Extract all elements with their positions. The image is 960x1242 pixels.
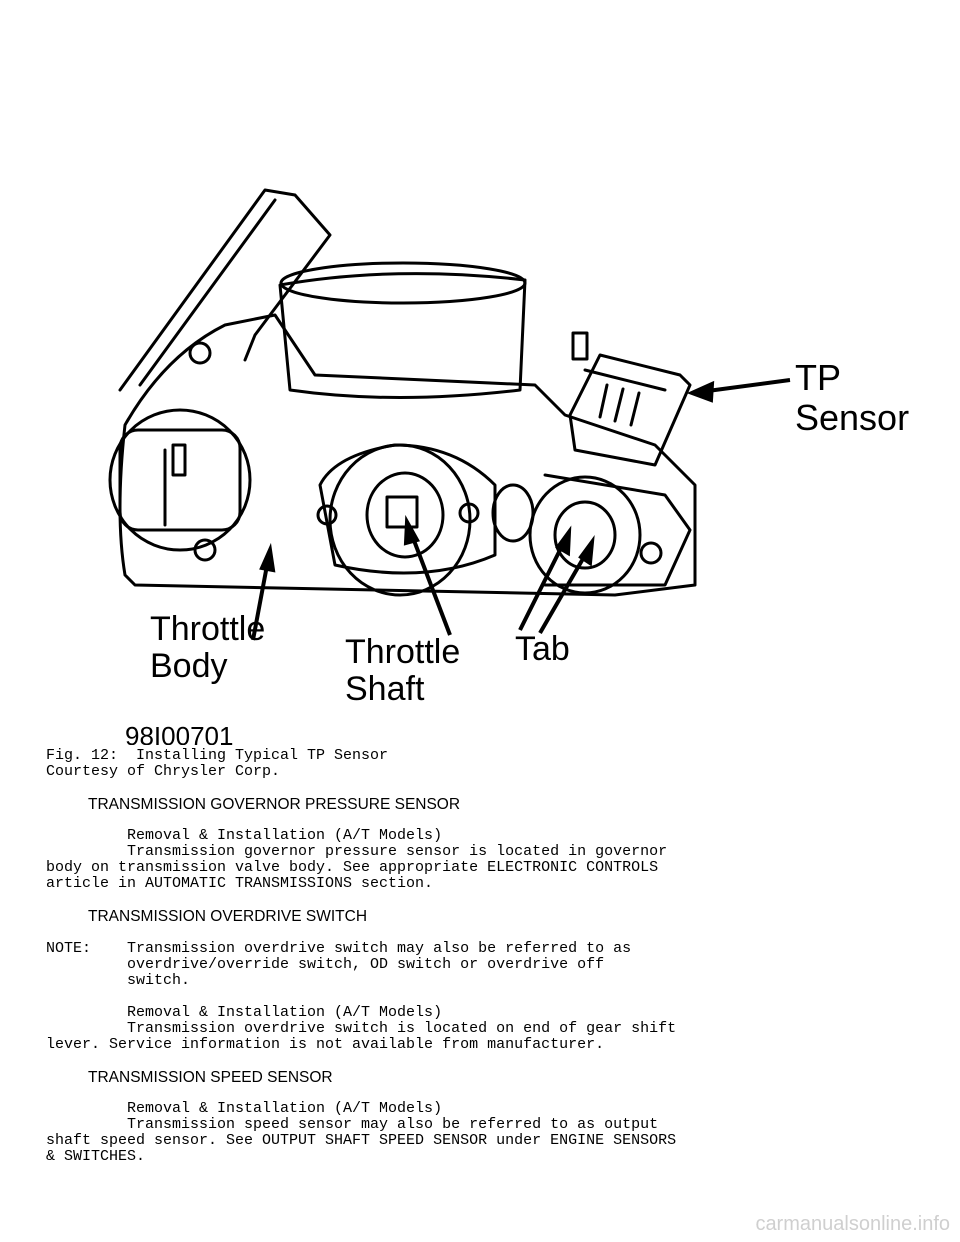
throttle-body-label-line1: Throttle — [150, 610, 265, 648]
throttle-body-label-line2: Body — [150, 647, 228, 685]
tp-label-line1: TP — [795, 357, 841, 398]
throttle-shaft-label-line2: Shaft — [345, 670, 425, 708]
speed-sensor-subheading: Removal & Installation (A/T Models) — [46, 1100, 443, 1117]
figure-caption: Fig. 12: Installing Typical TP Sensor Co… — [46, 748, 388, 780]
image-code: 98I00701 — [125, 721, 233, 745]
gov-sensor-body: Transmission governor pressure sensor is… — [46, 843, 668, 892]
od-switch-subheading: Removal & Installation (A/T Models) — [46, 1004, 443, 1021]
od-switch-note: NOTE: Transmission overdrive switch may … — [46, 940, 632, 989]
watermark: carmanualsonline.info — [755, 1213, 950, 1235]
gov-sensor-heading: TRANSMISSION GOVERNOR PRESSURE SENSOR — [88, 796, 461, 813]
tp-label-line2: Sensor — [795, 397, 909, 438]
tp-sensor-illustration: TP Sensor Throttle Body Throttle Shaft T… — [108, 188, 909, 745]
tab-label: Tab — [515, 630, 570, 668]
gov-sensor-subheading: Removal & Installation (A/T Models) — [46, 827, 443, 844]
speed-sensor-heading: TRANSMISSION SPEED SENSOR — [88, 1069, 333, 1086]
caption-line1: Fig. 12: Installing Typical TP Sensor — [46, 747, 389, 764]
od-switch-body: Transmission overdrive switch is located… — [46, 1020, 677, 1053]
tp-sensor-figure: TP Sensor Throttle Body Throttle Shaft T… — [95, 185, 915, 745]
caption-line2: Courtesy of Chrysler Corp. — [46, 763, 281, 780]
od-switch-heading: TRANSMISSION OVERDRIVE SWITCH — [88, 908, 368, 925]
throttle-shaft-label-line1: Throttle — [345, 633, 460, 671]
speed-sensor-body: Transmission speed sensor may also be re… — [46, 1116, 677, 1165]
